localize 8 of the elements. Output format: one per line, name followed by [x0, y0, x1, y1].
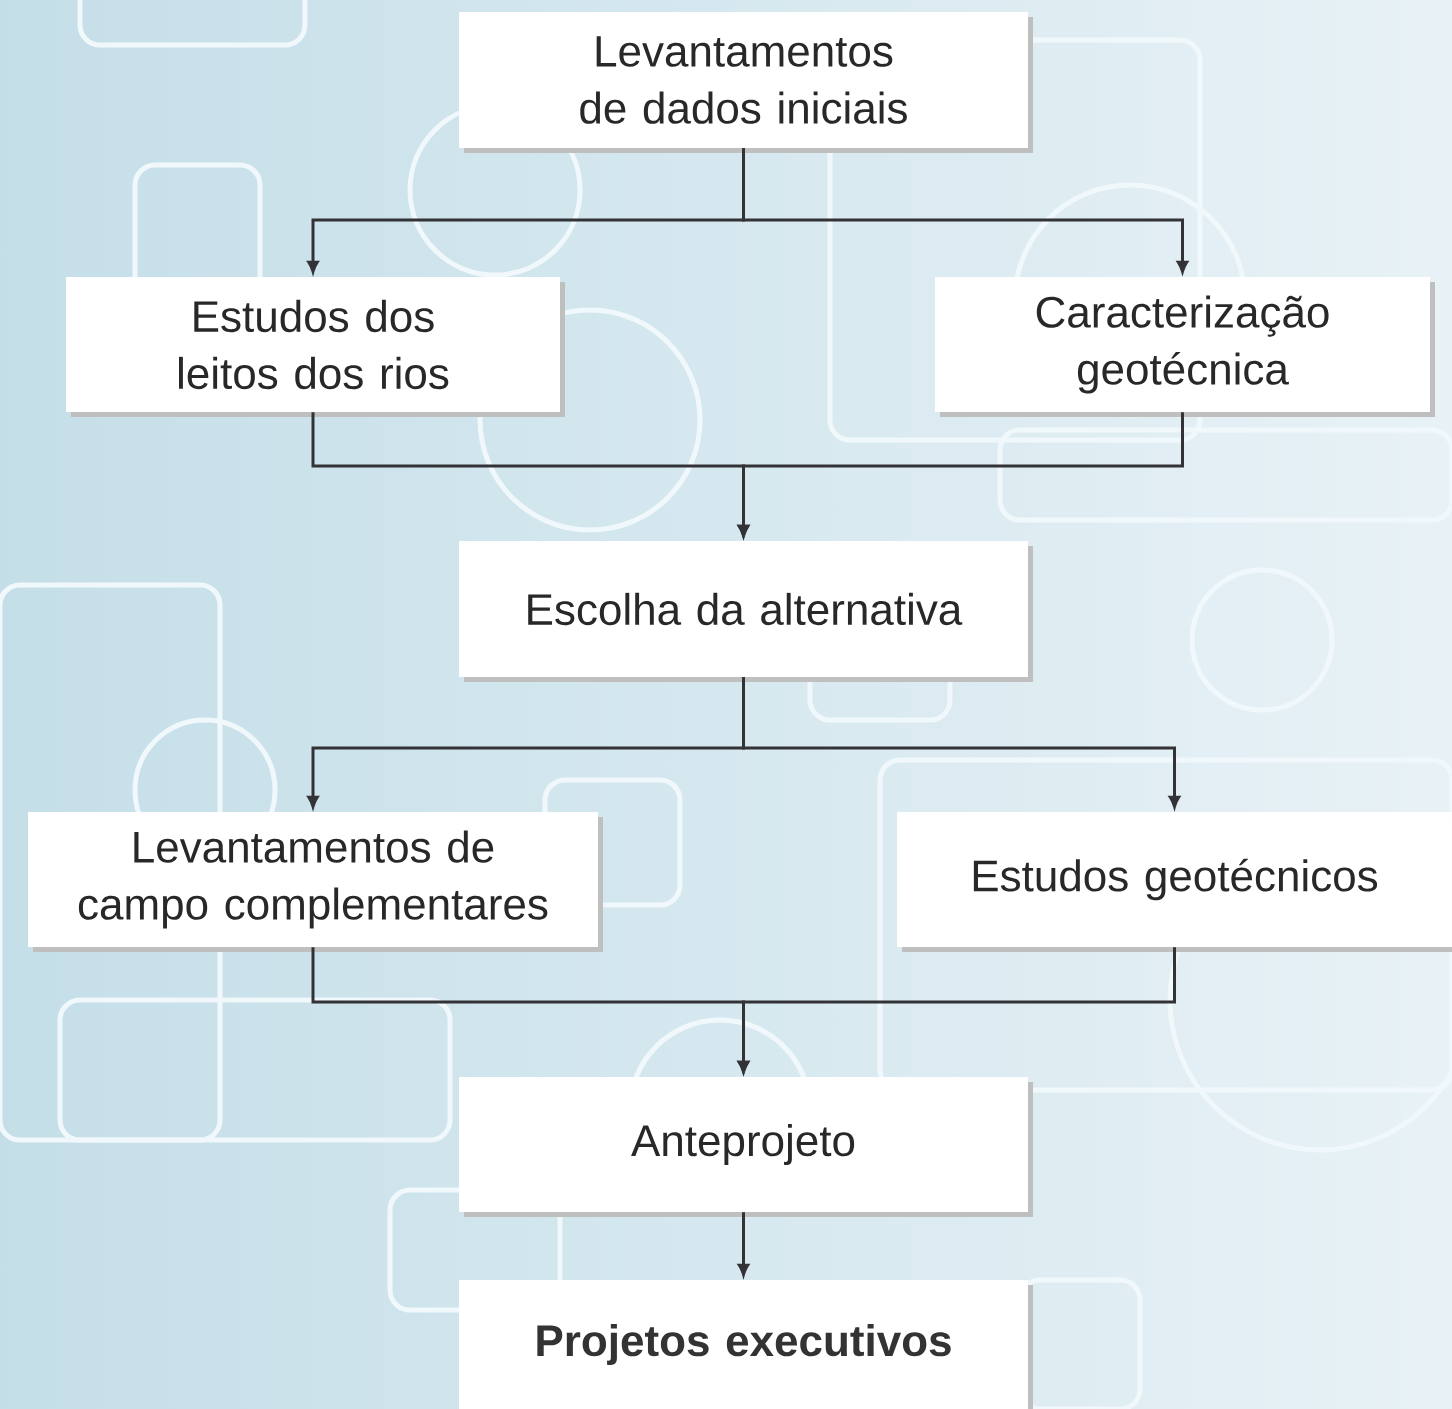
process-box: Caracterização geotécnica	[935, 277, 1435, 417]
process-box: Levantamentos de dados iniciais	[459, 12, 1033, 153]
process-box: Estudos dos leitos dos rios	[66, 277, 565, 417]
process-box: Levantamentos de campo complementares	[28, 812, 603, 952]
process-box: Estudos geotécnicos	[897, 812, 1452, 952]
process-box: Anteprojeto	[459, 1077, 1033, 1217]
process-box: Projetos executivos	[459, 1280, 1033, 1409]
process-box: Escolha da alternativa	[459, 541, 1033, 682]
